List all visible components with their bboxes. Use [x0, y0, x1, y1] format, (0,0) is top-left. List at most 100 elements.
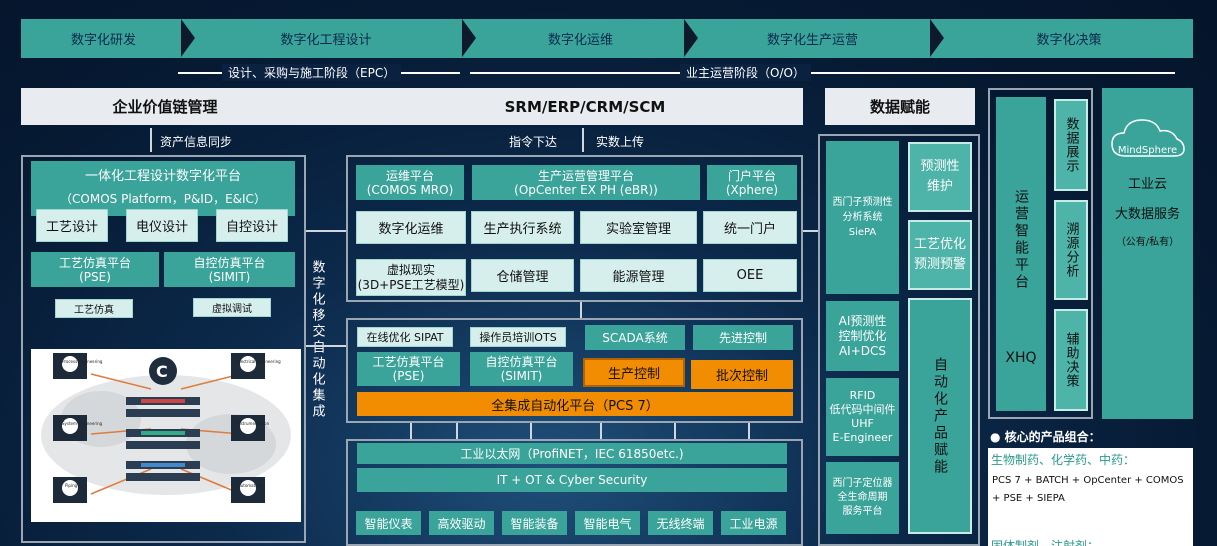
sync-arrow	[150, 128, 152, 152]
lims-button[interactable]: 实验室管理	[580, 211, 697, 244]
xhq-panel	[996, 97, 1046, 411]
positioner-box: 西门子定位器 全生命周期 服务平台	[826, 462, 899, 534]
engineering-subtitle: （COMOS Platform，P&ID，E&IC）	[60, 191, 266, 206]
erp-label: SRM/ERP/CRM/SCM	[504, 97, 666, 116]
xhq-frame	[988, 88, 1093, 419]
pse-auto-box: 工艺仿真平台 (PSE)	[357, 352, 460, 386]
value-chain-bar	[21, 88, 803, 125]
computer-icon	[53, 477, 87, 503]
node-label: Electrical Engineering	[237, 359, 281, 364]
mro-platform: 运维平台 (COMOS MRO)	[356, 165, 464, 200]
xhq-title: 运营智能平台	[1013, 189, 1029, 291]
world-map-graphic: C Process Engineering System Engineering…	[41, 353, 291, 503]
drive: 高效驱动	[429, 511, 494, 535]
om-arrow	[470, 72, 1175, 74]
control-design-button[interactable]: 自控设计	[216, 209, 288, 242]
node-label: System Engineering	[62, 421, 103, 426]
chevron-arrow-icon	[930, 19, 944, 57]
big-data-service: 大数据服务	[1114, 206, 1180, 222]
cloud-type: （公有/私有）	[1115, 236, 1180, 248]
link-arrow	[748, 423, 750, 439]
chevron-arrow-icon	[684, 19, 698, 57]
computer-icon	[53, 415, 87, 441]
handover-arrow	[306, 230, 346, 232]
ai-dcs-box: AI预测性 控制优化 AI+DCS	[826, 301, 899, 371]
link-arrow	[456, 423, 458, 439]
engineering-diagram: C Process Engineering System Engineering…	[31, 349, 301, 522]
process-sim-button[interactable]: 工艺仿真	[55, 299, 133, 318]
cloud-icon	[1111, 119, 1185, 157]
node-label: Automation	[238, 483, 262, 488]
ops-auto-arrow	[580, 302, 582, 318]
process-optimization: 工艺优化 预测预警	[908, 220, 972, 290]
empower-arrow	[803, 230, 818, 232]
automation-empower: 自动化产品赋能	[908, 298, 972, 534]
siepa-box: 西门子预测性 分析系统 SiePA	[826, 141, 899, 294]
trace-analysis: 溯源分析	[1054, 200, 1088, 300]
value-chain-label: 企业价值链管理	[112, 98, 218, 116]
server-stack-icon	[126, 397, 200, 481]
engineering-title: 一体化工程设计数字化平台	[84, 168, 241, 184]
ei-design-button[interactable]: 电仪设计	[126, 209, 198, 242]
energy-button[interactable]: 能源管理	[580, 259, 697, 292]
simit-platform: 自控仿真平台 (SIMIT)	[164, 252, 295, 287]
link-arrow	[410, 423, 412, 439]
phase-epc: 设计、采购与施工阶段（EPC）	[222, 64, 402, 81]
node-label: Piping	[65, 483, 78, 488]
link-arrow	[600, 423, 602, 439]
core-title: ● 核心的产品组合：	[990, 430, 1101, 444]
engineering-frame	[21, 155, 306, 543]
industrial-cloud: 工业云	[1127, 176, 1167, 192]
mes-button[interactable]: 生产执行系统	[471, 211, 574, 244]
core-combo: PCS 7 + BATCH + OpCenter + COMOS + PSE +…	[992, 475, 1184, 504]
batch-control-button[interactable]: 批次控制	[691, 360, 793, 389]
core-panel	[988, 448, 1193, 546]
node-label: Instrumentation	[237, 421, 270, 426]
wireless-terminal: 无线终端	[648, 511, 713, 535]
operations-frame	[346, 155, 803, 302]
computer-icon	[231, 415, 265, 441]
stage-rd: 数字化研发	[70, 33, 136, 48]
stage-maintenance: 数字化运维	[547, 33, 613, 48]
xhq-name: XHQ	[1005, 350, 1037, 366]
simit-auto-box: 自控仿真平台 (SIMIT)	[470, 352, 573, 386]
handover-vertical-label: 数字化移交自动化集成	[309, 260, 325, 420]
sipat-button[interactable]: 在线优化 SIPAT	[357, 327, 453, 347]
smart-instrument: 智能仪表	[356, 511, 421, 535]
engineering-header	[31, 161, 295, 216]
oee-button[interactable]: OEE	[703, 259, 797, 292]
chevron-arrow-icon	[181, 19, 195, 57]
mes-platform: 生产运营管理平台 (OpCenter EX PH (eBR))	[472, 165, 700, 200]
command-label: 指令下达	[509, 135, 558, 149]
smart-equipment: 智能装备	[502, 511, 567, 535]
process-design-button[interactable]: 工艺设计	[36, 209, 108, 242]
unified-portal-button[interactable]: 统一门户	[703, 211, 797, 244]
core-segment-1: 生物制药、化学药、中药：	[991, 453, 1136, 467]
smart-electric: 智能电气	[575, 511, 640, 535]
computer-icon	[231, 353, 265, 379]
core-segment-2: 固体制剂、注射剂：	[991, 539, 1100, 546]
decision-support: 辅助决策	[1054, 309, 1088, 411]
vr-button[interactable]: 虚拟现实 (3D+PSE工艺模型)	[356, 259, 466, 296]
cmd-arrow	[582, 128, 584, 152]
predictive-maintenance: 预测性 维护	[908, 142, 972, 212]
link-arrow	[530, 423, 532, 439]
handover-arrow	[306, 345, 346, 347]
computer-icon	[231, 477, 265, 503]
link-arrow	[674, 423, 676, 439]
apc-box: 先进控制	[693, 325, 793, 350]
data-empower-label: 数据赋能	[825, 88, 975, 125]
node-label: Process Engineering	[62, 359, 103, 364]
digital-om-button[interactable]: 数字化运维	[356, 211, 466, 244]
virtual-commission-button[interactable]: 虚拟调试	[193, 298, 271, 317]
chevron-arrow-icon	[462, 19, 476, 57]
stage-decision: 数字化决策	[1036, 33, 1102, 48]
mindsphere-logo: MindSphere	[1117, 144, 1178, 156]
ots-button[interactable]: 操作员培训OTS	[470, 327, 566, 347]
computer-icon	[53, 353, 87, 379]
production-control-button[interactable]: 生产控制	[583, 358, 685, 387]
warehouse-button[interactable]: 仓储管理	[471, 259, 574, 292]
network-frame	[346, 439, 803, 546]
comos-logo: C	[156, 362, 168, 381]
stage-operation: 数字化生产运营	[766, 33, 858, 48]
